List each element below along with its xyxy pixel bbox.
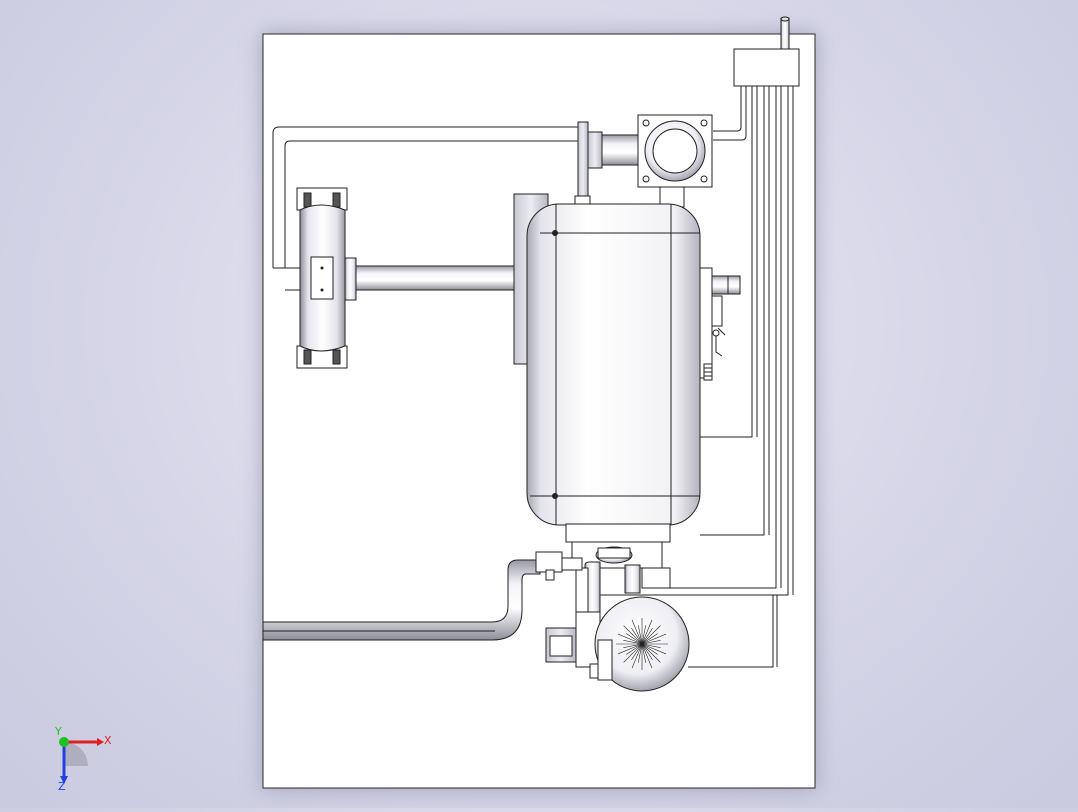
outlet-pipe	[262, 551, 563, 641]
fan-blade-line	[626, 643, 643, 655]
fan-blade-line	[641, 619, 653, 645]
fan-blade-line	[637, 643, 643, 663]
fan-blade-line	[623, 639, 643, 645]
fan-blade-line	[641, 643, 661, 649]
motor-icon[interactable]	[545, 596, 690, 692]
fan-blade-line	[641, 643, 653, 669]
fan-blade-line	[641, 643, 658, 655]
fan-blade-line	[641, 628, 653, 645]
fan-blade-line	[641, 643, 667, 655]
reference-triad-icon[interactable]: X Y Z	[54, 725, 112, 793]
clamp-bracket[interactable]	[296, 187, 357, 369]
fan-blade-line	[626, 633, 643, 645]
fan-blade-line	[637, 625, 643, 645]
fan-blade-line	[641, 643, 653, 660]
fan-blades	[616, 618, 668, 670]
fan-blade-line	[631, 643, 643, 660]
fan-blade-line	[641, 625, 647, 645]
fan-blade-line	[641, 633, 658, 645]
triad-z-label: Z	[58, 780, 66, 793]
fan-blade-line	[623, 643, 643, 663]
fan-blade-line	[617, 643, 643, 655]
fan-blade-line	[631, 619, 643, 645]
pump-housing-icon[interactable]	[561, 523, 671, 621]
fan-blade-line	[617, 633, 643, 645]
cable-bundle	[598, 86, 794, 668]
fan-blade-line	[641, 639, 661, 645]
fan-blade-line	[641, 633, 667, 645]
triad-x-label: X	[104, 734, 112, 747]
shaft	[355, 265, 517, 291]
tank-icon[interactable]	[526, 195, 701, 526]
fan-blade-line	[641, 643, 647, 663]
connector-block-icon[interactable]	[733, 16, 800, 87]
fan-blade-line	[641, 625, 661, 645]
triad-y-label: Y	[54, 725, 62, 738]
fan-blade-line	[623, 625, 643, 645]
fan-blade-line	[623, 643, 643, 649]
side-valve[interactable]	[699, 267, 741, 381]
fan-blade-line	[631, 643, 643, 669]
flange-icon[interactable]	[577, 114, 713, 208]
fan-blade-line	[631, 628, 643, 645]
fan-blade-line	[641, 643, 661, 663]
